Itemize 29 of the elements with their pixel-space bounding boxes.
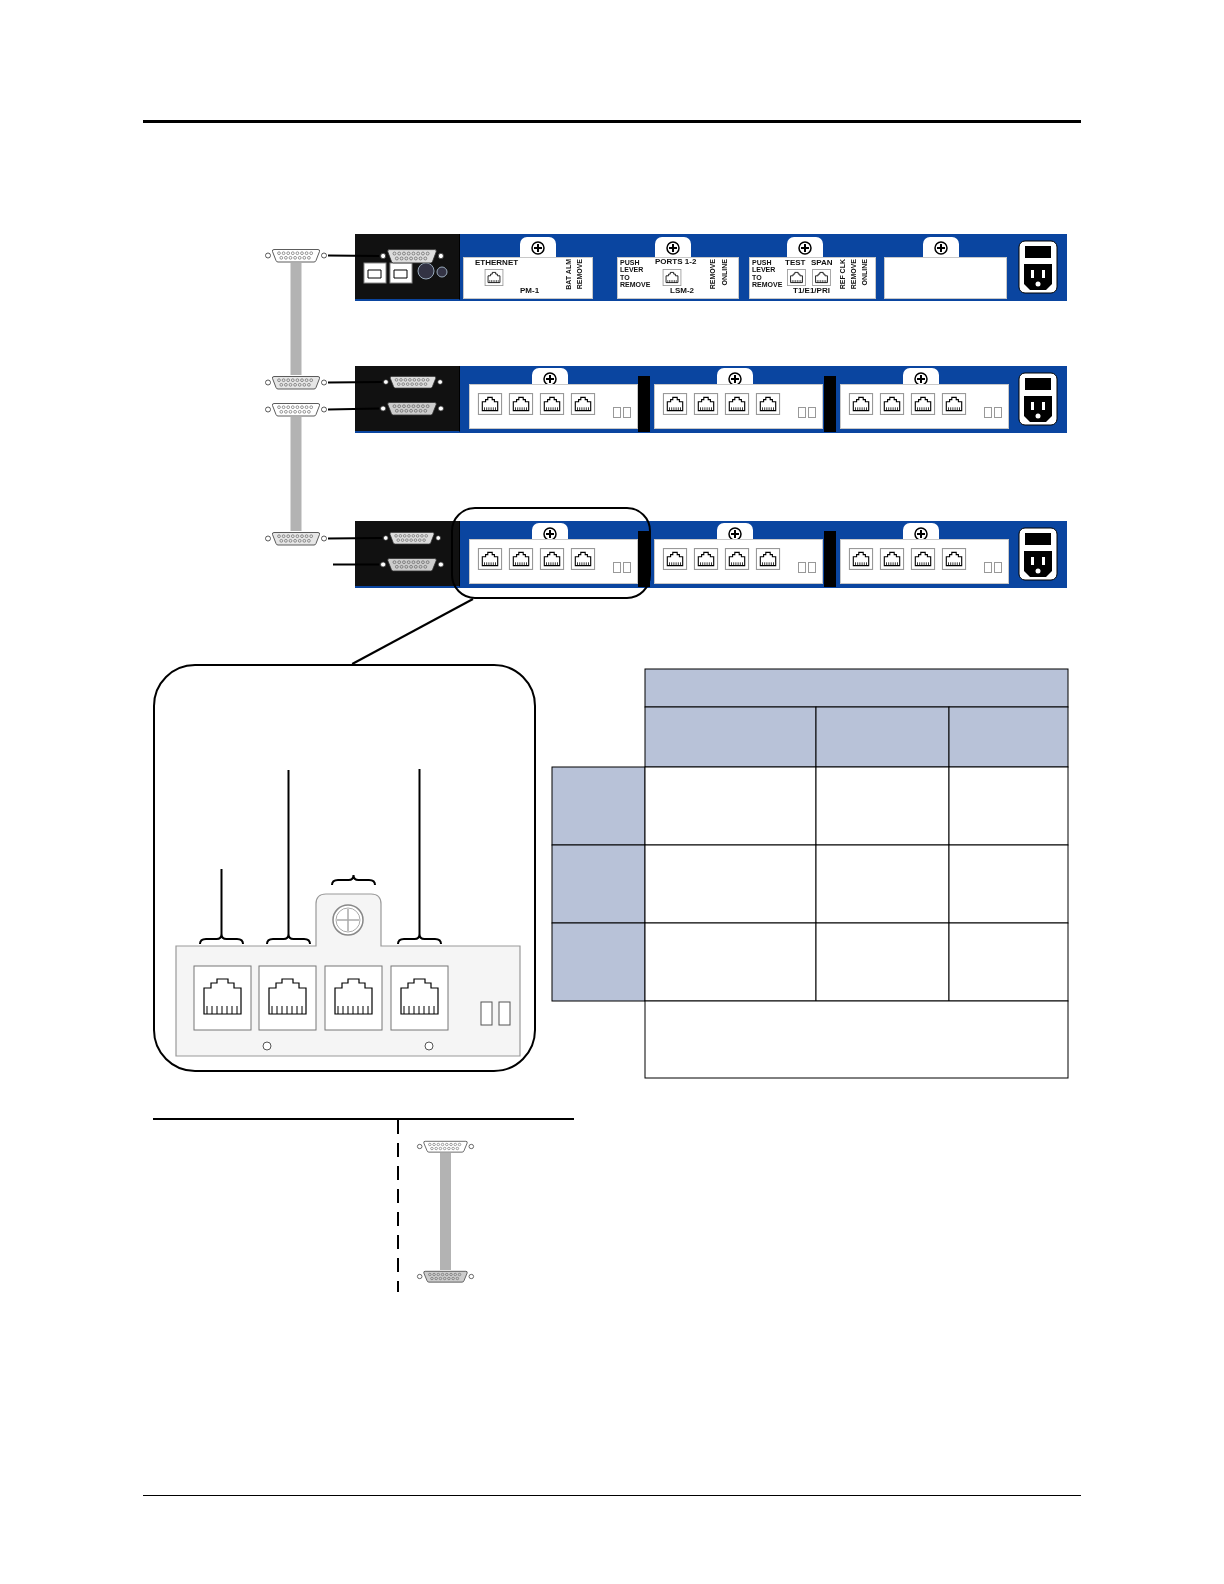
detail-frame	[153, 664, 536, 1072]
panel-label: PM-1	[520, 287, 540, 296]
db15-connector	[264, 531, 328, 546]
cable-line	[327, 254, 380, 257]
db15-connector	[382, 375, 444, 389]
cable	[290, 263, 302, 375]
panel-label: SPAN	[811, 259, 833, 268]
db15-connector	[379, 557, 445, 572]
db15-connector	[379, 248, 445, 264]
db15-connector	[379, 401, 445, 416]
cable	[440, 1153, 451, 1270]
db15-connector	[416, 1140, 475, 1153]
panel-label: LSM-2	[670, 287, 694, 296]
db15-connector	[382, 531, 442, 545]
panel-label: T1/E1/PRI	[793, 287, 830, 296]
cable-line	[332, 563, 380, 566]
db15-connector	[264, 248, 328, 263]
cable-line	[327, 537, 383, 540]
panel-label: PORTS 1-2	[655, 258, 697, 267]
panel-label: ETHERNET	[475, 259, 519, 268]
db15-connector	[416, 1270, 475, 1283]
cable	[290, 417, 302, 531]
leader-line	[351, 598, 474, 665]
highlight-outline	[451, 507, 651, 599]
db15-connector	[264, 375, 328, 390]
panel-label: TEST	[785, 259, 806, 268]
cable-line	[327, 381, 383, 384]
cable-line	[327, 407, 380, 411]
db15-connector	[264, 402, 328, 417]
